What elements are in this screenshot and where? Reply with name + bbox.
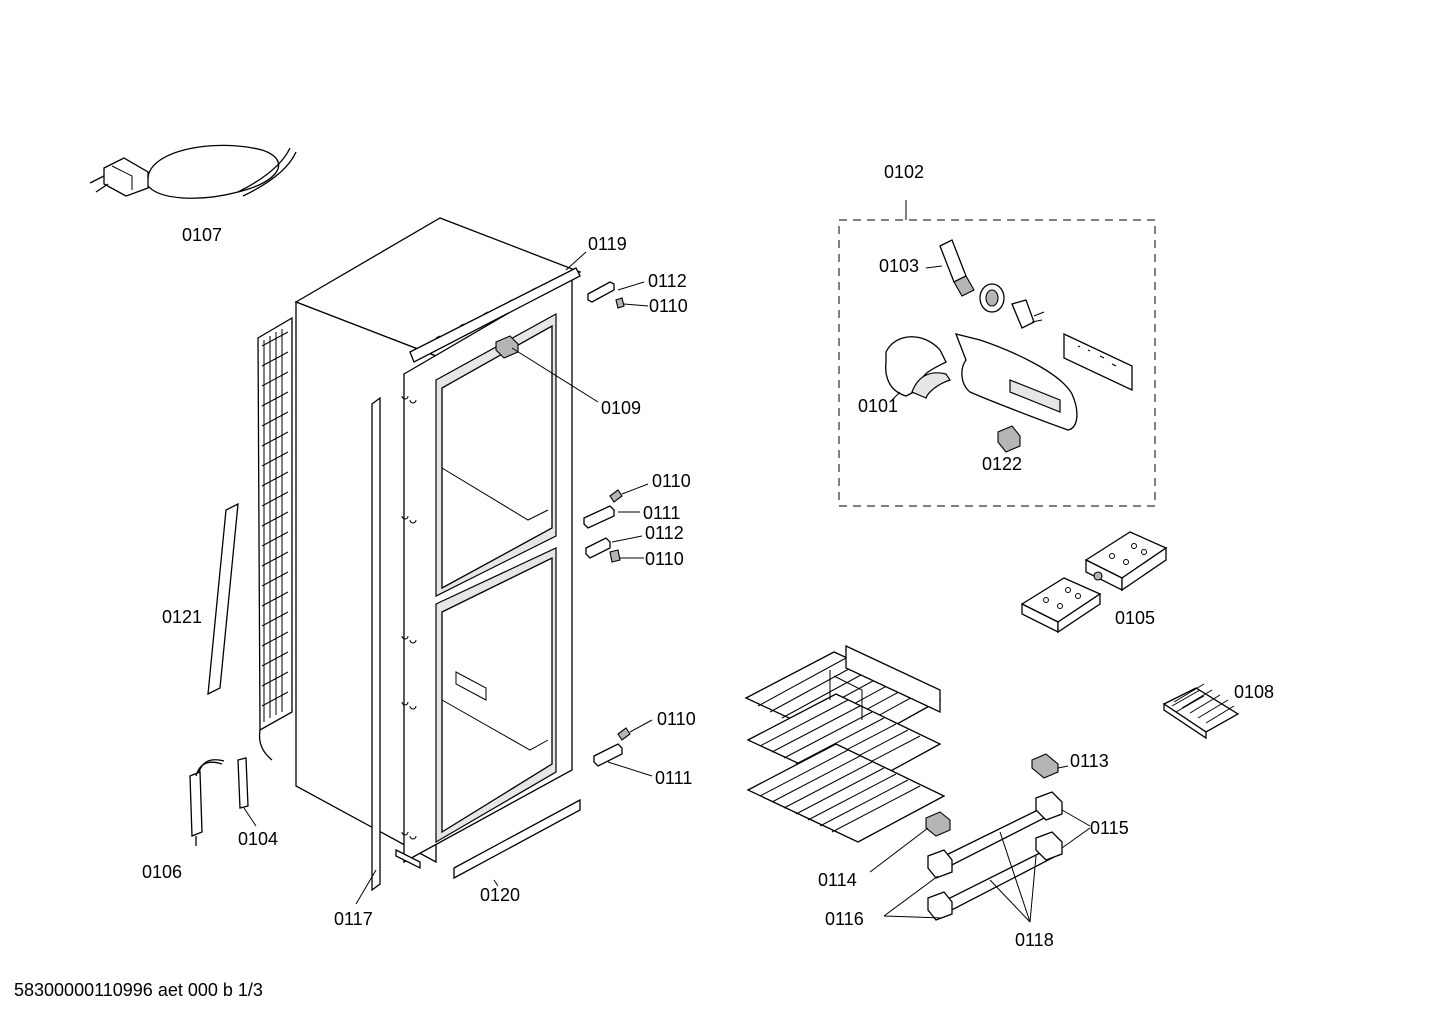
label-0116: 0116	[825, 909, 864, 929]
part-0104-drawing	[237, 757, 249, 809]
strip-0120	[453, 798, 581, 880]
label-0101: 0101	[858, 396, 898, 416]
label-0111-b: 0111	[655, 768, 692, 788]
clip-0113-drawing	[1031, 753, 1059, 779]
label-0112-b: 0112	[645, 523, 684, 543]
label-0120: 0120	[480, 885, 520, 905]
label-0115: 0115	[1090, 818, 1129, 838]
label-0110-c: 0110	[645, 549, 684, 569]
power-cord-drawing	[89, 144, 297, 199]
label-0117: 0117	[334, 909, 373, 929]
label-0108: 0108	[1234, 682, 1274, 702]
ice-tray-0108-drawing	[1162, 683, 1240, 740]
label-0104: 0104	[238, 829, 278, 849]
label-0118: 0118	[1015, 930, 1054, 950]
wire-shelves-drawing	[744, 644, 946, 843]
label-0107: 0107	[182, 225, 222, 245]
label-0119: 0119	[588, 234, 627, 254]
label-0110-b: 0110	[652, 471, 691, 491]
label-0121: 0121	[162, 607, 202, 627]
label-0109: 0109	[601, 398, 641, 418]
label-0110-d: 0110	[657, 709, 696, 729]
dryer-0106-drawing	[189, 759, 225, 846]
document-footer-code: 58300000110996 aet 000 b 1/3	[14, 980, 263, 1000]
cold-packs-0105-drawing	[1020, 531, 1168, 634]
rails-drawing	[927, 791, 1063, 921]
label-0114: 0114	[818, 870, 857, 890]
strip-0121	[207, 502, 239, 696]
thermostat-group-drawing	[885, 239, 1133, 453]
label-0105: 0105	[1115, 608, 1155, 628]
label-0106: 0106	[142, 862, 182, 882]
right-leader-lines	[869, 765, 1091, 923]
label-0122: 0122	[982, 454, 1022, 474]
seal-strip-0117	[371, 396, 381, 892]
label-0113: 0113	[1070, 751, 1109, 771]
label-0103: 0103	[879, 256, 919, 276]
condenser-drawing	[257, 316, 293, 761]
hinge-brackets	[583, 281, 631, 767]
label-0112-a: 0112	[648, 271, 687, 291]
bracket-0114-drawing	[925, 811, 951, 837]
label-0110-a: 0110	[649, 296, 688, 316]
cabinet-drawing	[294, 217, 582, 870]
left-leader-lines	[243, 251, 653, 905]
assembly-0102-dashed-box	[838, 219, 1156, 507]
label-0111-a: 0111	[643, 503, 680, 523]
label-0102: 0102	[884, 162, 924, 182]
